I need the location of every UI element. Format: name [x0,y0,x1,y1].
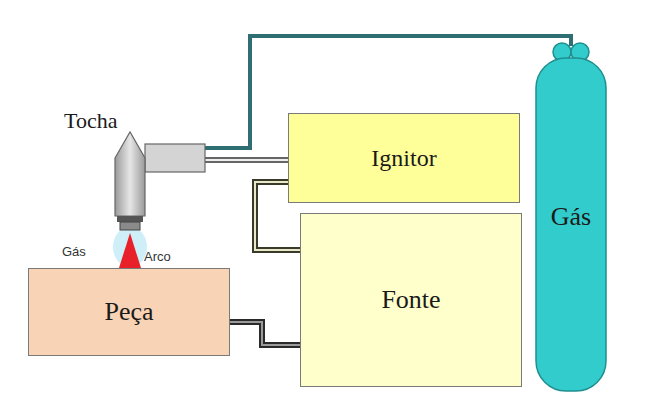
connector-line [205,157,288,163]
gas-flow-label: Gás [62,244,86,259]
node-label: Ignitor [371,145,436,172]
connector-line [230,322,300,345]
connector-core [230,322,300,345]
ignitor-box: Ignitor [288,113,520,203]
arc-label: Arco [144,249,171,264]
torch-nozzle [120,222,140,230]
node-label: Peça [104,297,153,327]
torch-node: Tocha [60,108,205,230]
connector-core [205,159,288,161]
arc-symbol [119,233,141,268]
gas-cylinder: Gás [535,42,607,392]
torch-collar [117,216,143,222]
shield-gas-glow [113,227,147,267]
torch-body [115,132,145,216]
node-label: Tocha [64,108,117,134]
torch-handle [145,144,205,172]
power-source-box: Fonte [300,213,522,387]
cylinder-body [536,58,606,391]
node-label: Gás [551,202,591,232]
work-cable [230,322,300,345]
torch-cable [205,160,288,161]
workpiece-box: Peça [28,268,230,356]
node-label: Fonte [381,285,440,315]
